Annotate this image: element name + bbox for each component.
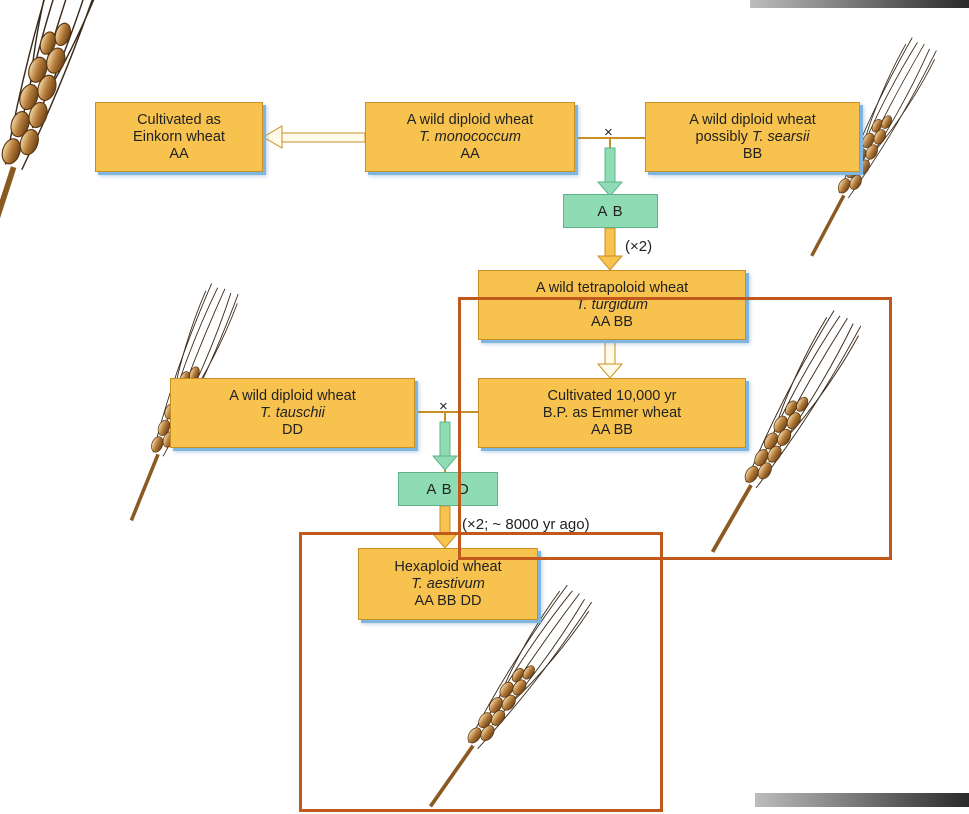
einkorn-line2: Einkorn wheat	[133, 128, 225, 145]
arrow-to-emmer	[596, 339, 624, 379]
searsii-line1: A wild diploid wheat	[689, 111, 816, 128]
tauschii-genome: DD	[282, 421, 303, 438]
hybrid-ab: A B	[563, 194, 658, 228]
highlight-emmer	[458, 297, 892, 560]
einkorn-genome: AA	[169, 145, 189, 162]
turgidum-genome: AA BB	[591, 313, 633, 330]
box-emmer: Cultivated 10,000 yr B.P. as Emmer wheat…	[478, 378, 746, 448]
corner-decoration-bottom	[755, 793, 969, 807]
monococcum-species: T. monococcum	[419, 128, 521, 145]
highlight-aestivum	[299, 532, 663, 812]
turgidum-line1: A wild tetrapoloid wheat	[535, 279, 689, 296]
box-monococcum: A wild diploid wheat T. monococcum AA	[365, 102, 575, 172]
searsii-line2: possibly T. searsii	[696, 129, 810, 146]
einkorn-line1: Cultivated as	[137, 111, 221, 128]
emmer-line2: B.P. as Emmer wheat	[542, 404, 682, 421]
box-turgidum: A wild tetrapoloid wheat T. turgidum AA …	[478, 270, 746, 340]
arrow-to-ab	[596, 147, 624, 197]
tauschii-species: T. tauschii	[260, 404, 325, 421]
corner-decoration-top	[750, 0, 969, 8]
cross-symbol-middle: ×	[439, 398, 448, 415]
searsii-prefix: possibly	[695, 128, 752, 145]
searsii-genome: BB	[742, 145, 763, 162]
arrow-to-turgidum	[596, 227, 624, 271]
turgidum-species: T. turgidum	[576, 296, 648, 313]
doubling-note-2: (×2; ~ 8000 yr ago)	[462, 516, 590, 533]
arrow-to-einkorn	[262, 125, 366, 149]
monococcum-genome: AA	[460, 145, 480, 162]
monococcum-line1: A wild diploid wheat	[406, 111, 534, 128]
aestivum-genome: AA BB DD	[414, 592, 482, 609]
box-searsii: A wild diploid wheat possibly T. searsii…	[645, 102, 860, 172]
box-aestivum: Hexaploid wheat T. aestivum AA BB DD	[358, 548, 538, 620]
arrow-to-abd	[431, 421, 459, 471]
doubling-note-1: (×2)	[625, 238, 653, 255]
box-tauschii: A wild diploid wheat T. tauschii DD	[170, 378, 415, 448]
searsii-species: T. searsii	[751, 128, 810, 145]
aestivum-species: T. aestivum	[411, 575, 485, 592]
aestivum-line1: Hexaploid wheat	[394, 558, 502, 575]
emmer-line1: Cultivated 10,000 yr	[547, 387, 677, 404]
tauschii-line1: A wild diploid wheat	[229, 387, 356, 404]
emmer-genome: AA BB	[591, 421, 633, 438]
box-einkorn: Cultivated as Einkorn wheat AA	[95, 102, 263, 172]
cross-symbol-top: ×	[604, 124, 613, 141]
